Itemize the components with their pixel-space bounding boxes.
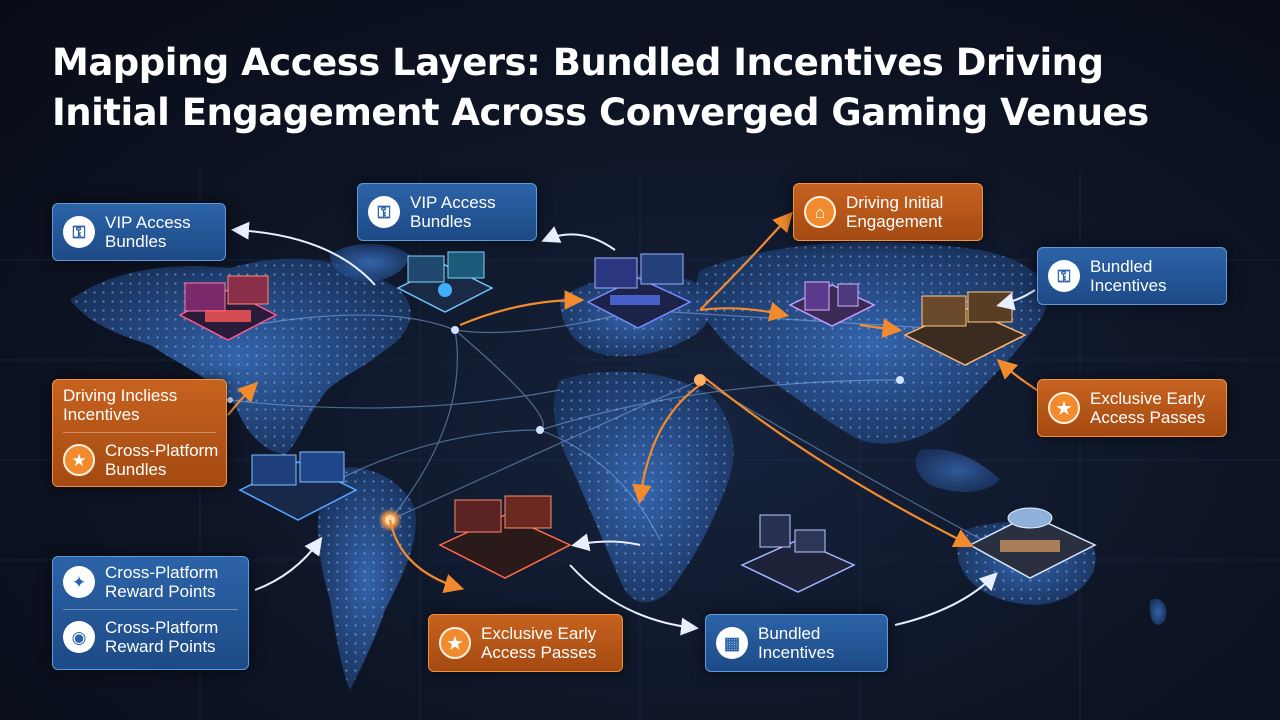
left-stack-bottom-line1: Cross-Platform: [105, 441, 219, 460]
card-bundled-bottom-line2: Incentives: [758, 643, 835, 662]
card-bundled-right-line1: Bundled: [1090, 257, 1153, 276]
star-icon: ★: [439, 627, 471, 659]
card-vip-left-line2: Bundles: [105, 232, 167, 251]
venue-north-america: [178, 275, 278, 341]
venue-greenland: [396, 251, 494, 313]
card-driving-initial-engagement: ⌂ Driving Initial Engagement: [793, 183, 983, 241]
card-exclusive-early-access-right: ★ Exclusive Early Access Passes: [1037, 379, 1227, 437]
bottom-left-row1-line1: Cross-Platform: [105, 563, 219, 582]
bottom-left-row1-line2: Reward Points: [105, 582, 216, 601]
new-zealand: [1149, 598, 1167, 625]
card-bundled-incentives-right: ⚿ Bundled Incentives: [1037, 247, 1227, 305]
bottom-left-stack-row-1: ✦ Cross-Platform Reward Points: [63, 563, 238, 601]
venue-central-asia: [788, 281, 876, 327]
key-icon: ⚿: [368, 196, 400, 228]
venue-south-america: [238, 451, 358, 521]
card-driving-top-line2: Engagement: [846, 212, 943, 231]
network-lines: [224, 309, 1021, 561]
card-exclusive-bottom-line2: Access Passes: [481, 643, 597, 662]
star-icon: ★: [1048, 392, 1080, 424]
card-vip-top-line2: Bundles: [410, 212, 472, 231]
controller-icon: ◉: [63, 621, 95, 653]
card-stack-bottom-left-blue: ✦ Cross-Platform Reward Points ◉ Cross-P…: [52, 556, 249, 670]
left-stack-bottom-row: ★ Cross-Platform Bundles: [63, 441, 219, 479]
key-icon: ⚿: [1048, 260, 1080, 292]
home-icon: ⌂: [804, 196, 836, 228]
sparkle-icon: ✦: [63, 566, 95, 598]
card-vip-access-top: ⚿ VIP Access Bundles: [357, 183, 537, 241]
venue-australia: [968, 507, 1097, 579]
card-bundled-incentives-bottom: ▦ Bundled Incentives: [705, 614, 888, 672]
left-stack-divider: [63, 432, 216, 433]
star-icon: ★: [63, 444, 95, 476]
card-vip-left-line1: VIP Access: [105, 213, 191, 232]
page-title: Mapping Access Layers: Bundled Incentive…: [52, 38, 1232, 138]
southeast-asia: [915, 449, 1000, 492]
card-vip-access-left: ⚿ VIP Access Bundles: [52, 203, 226, 261]
left-stack-top-line2: Incentives: [63, 405, 140, 424]
title-line-2: Initial Engagement Across Converged Gami…: [52, 91, 1149, 134]
grid-icon: ▦: [716, 627, 748, 659]
card-vip-top-line1: VIP Access: [410, 193, 496, 212]
bottom-left-row2-line2: Reward Points: [105, 637, 216, 656]
bottom-left-row2-line1: Cross-Platform: [105, 618, 219, 637]
venue-west-africa: [438, 495, 572, 579]
venue-south-africa: [740, 514, 856, 593]
left-stack-bottom-line2: Bundles: [105, 460, 167, 479]
greenland: [330, 243, 410, 282]
left-stack-top-row: Driving Incliess Incentives: [63, 386, 216, 424]
card-driving-top-line1: Driving Initial: [846, 193, 944, 212]
card-exclusive-right-line2: Access Passes: [1090, 408, 1206, 427]
card-exclusive-early-access-bottom: ★ Exclusive Early Access Passes: [428, 614, 623, 672]
orange-arrows: [227, 211, 1046, 594]
card-bundled-bottom-line1: Bundled: [758, 624, 821, 643]
key-icon: ⚿: [63, 216, 95, 248]
bottom-left-stack-row-2: ◉ Cross-Platform Reward Points: [63, 618, 238, 656]
white-arrows: [231, 221, 1036, 636]
card-bundled-right-line2: Incentives: [1090, 276, 1167, 295]
card-stack-left-orange: Driving Incliess Incentives ★ Cross-Plat…: [52, 379, 227, 487]
card-exclusive-right-line1: Exclusive Early: [1090, 389, 1206, 408]
left-stack-top-line1: Driving Incliess: [63, 386, 178, 405]
title-line-1: Mapping Access Layers: Bundled Incentive…: [52, 41, 1104, 84]
venue-europe: [586, 253, 692, 329]
card-exclusive-bottom-line1: Exclusive Early: [481, 624, 597, 643]
bottom-left-stack-divider: [63, 609, 238, 610]
